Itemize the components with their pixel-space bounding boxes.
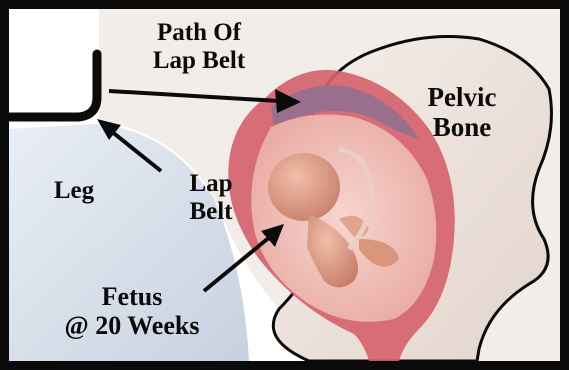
fetus-label-line1: Fetus xyxy=(37,282,227,311)
pelvic-bone-label: Pelvic Bone xyxy=(407,82,517,142)
fetus-head xyxy=(268,153,340,221)
lapbelt-label-line1: Lap xyxy=(161,170,261,198)
path-of-lap-belt-label: Path Of Lap Belt xyxy=(124,19,274,75)
lapbelt-label-line2: Belt xyxy=(161,198,261,226)
diagram-scene: Path Of Lap Belt Pelvic Bone Leg Lap Bel… xyxy=(9,9,560,361)
lap-belt-label: Lap Belt xyxy=(161,170,261,226)
fetus-label: Fetus @ 20 Weeks xyxy=(37,282,227,340)
lap-belt xyxy=(9,54,97,117)
path-label-line1: Path Of xyxy=(124,19,274,47)
leg-label: Leg xyxy=(39,177,109,205)
fetus-label-line2: @ 20 Weeks xyxy=(37,311,227,340)
pelvic-label-line2: Bone xyxy=(407,112,517,142)
path-label-line2: Lap Belt xyxy=(124,47,274,75)
pelvic-label-line1: Pelvic xyxy=(407,82,517,112)
